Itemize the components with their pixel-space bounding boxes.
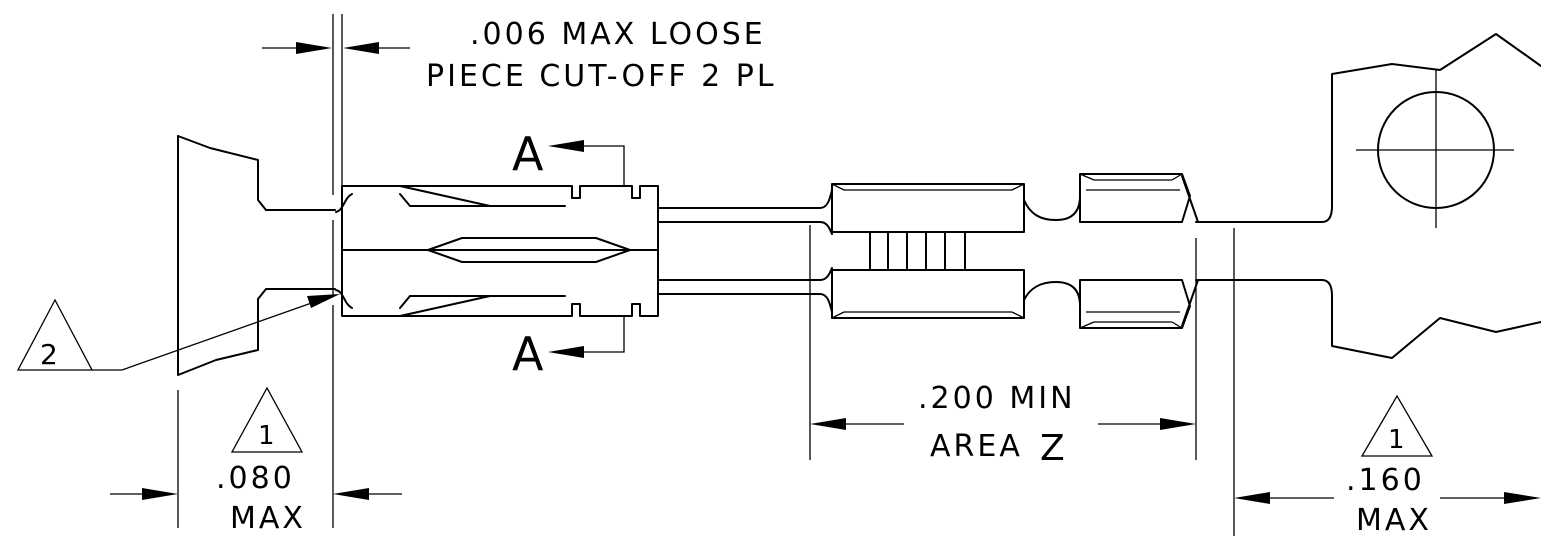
right-dimension [1234,394,1541,504]
right-note-1-flag-text: 1 [1388,425,1408,455]
right-dimension-suffix: MAX [1356,503,1432,538]
right-dimension-value: .160 [1346,463,1425,498]
section-a-bottom-indicator [548,316,625,358]
section-a-top-indicator [548,140,625,186]
area-label: AREA [930,429,1023,464]
area-z-dimension [810,418,1196,430]
left-carrier-strip [177,135,336,376]
cutoff-note-line1: .006 MAX LOOSE [470,17,766,52]
left-dimension-value: .080 [216,461,295,496]
left-dimension [110,386,402,528]
area-letter: Z [1040,428,1068,469]
section-a-top-label: A [512,127,546,181]
section-a-bottom-label: A [512,327,546,381]
cutoff-dimension-arrows [262,42,410,54]
cutoff-reference-lines [332,14,343,528]
conductor-crimp [831,183,1025,319]
transition-section [657,189,833,460]
cutoff-note-line2: PIECE CUT-OFF 2 PL [426,59,777,94]
insulation-crimp [1079,173,1211,460]
right-carrier-strip [1195,33,1541,536]
contact-receptacle-body [335,185,659,317]
left-note-1-flag-text: 1 [258,421,278,451]
note-2-callout [16,294,340,371]
crimp-neck [1023,195,1081,307]
left-dimension-suffix: MAX [230,501,306,536]
note-2-flag-text: 2 [40,338,61,371]
area-dimension-value: .200 MIN [918,381,1076,416]
